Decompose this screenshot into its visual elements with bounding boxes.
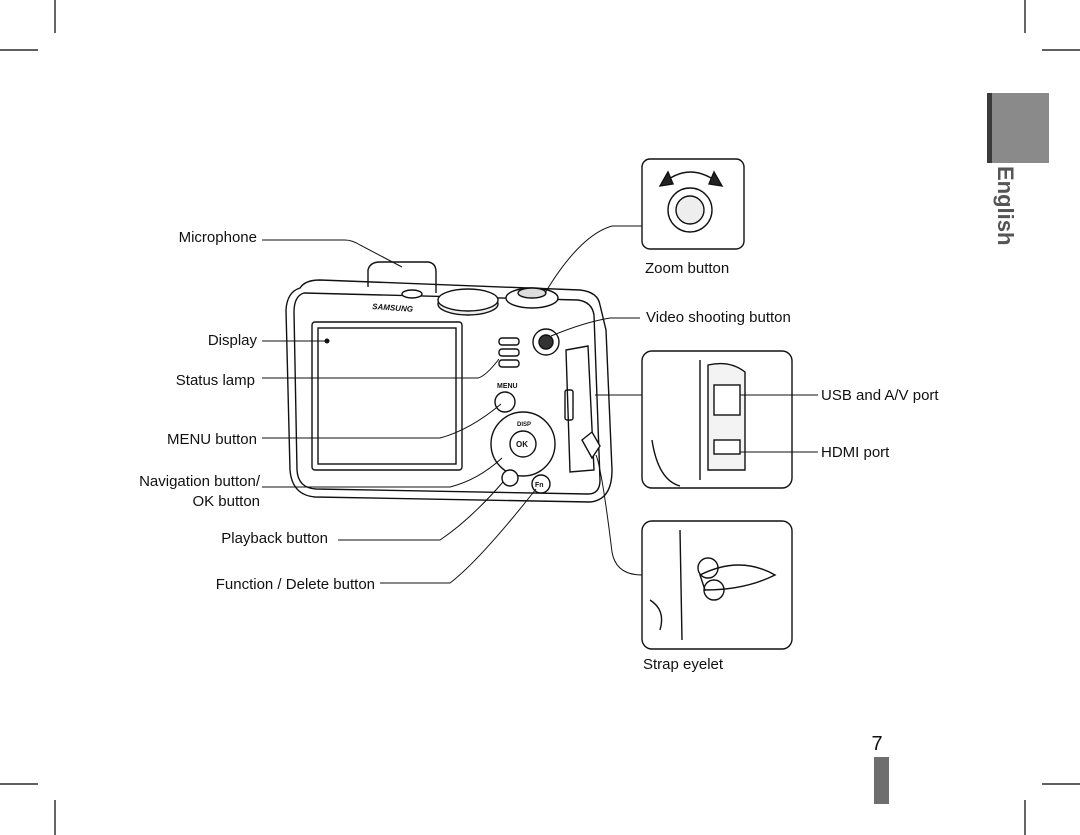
page-number: 7 xyxy=(871,733,883,755)
leader-video xyxy=(550,317,640,337)
leader-menu xyxy=(262,403,502,439)
fn-btn xyxy=(531,474,551,494)
menu-text: MENU xyxy=(497,383,518,390)
ok-text: OK xyxy=(516,440,528,449)
label-navigation-button: Navigation button/ xyxy=(139,473,260,490)
label-display: Display xyxy=(207,332,257,349)
leader-playback xyxy=(338,481,504,541)
label-video-shooting-button: Video shooting button xyxy=(646,309,791,326)
label-status-lamp: Status lamp xyxy=(175,372,255,389)
label-ok-button: OK button xyxy=(192,493,260,510)
label-playback-button: Playback button xyxy=(221,530,328,547)
leader-status-lamp xyxy=(262,358,500,379)
leader-microphone xyxy=(262,239,403,268)
page-number-bar xyxy=(874,757,889,804)
language-tab xyxy=(987,93,1049,163)
fn-text: Fn xyxy=(535,482,544,489)
label-hdmi-port: HDMI port xyxy=(821,444,890,461)
label-microphone: Microphone xyxy=(178,229,257,246)
language-tab-edge xyxy=(987,93,992,163)
leader-function xyxy=(380,488,537,584)
strap-inset xyxy=(641,520,793,650)
leader-strap xyxy=(595,454,643,576)
leader-zoom xyxy=(544,225,642,294)
menu-btn xyxy=(494,391,516,413)
label-usb-av-port: USB and A/V port xyxy=(821,387,939,404)
brand-text: SAMSUNG xyxy=(372,302,413,314)
playback-btn xyxy=(501,469,519,487)
label-strap-eyelet: Strap eyelet xyxy=(643,656,724,673)
disp-text: DISP xyxy=(517,422,531,428)
label-menu-button: MENU button xyxy=(166,431,257,448)
language-label: English xyxy=(993,166,1018,246)
label-function-delete-button: Function / Delete button xyxy=(215,576,375,593)
leader-nav xyxy=(262,457,503,488)
label-zoom-button: Zoom button xyxy=(645,260,730,277)
